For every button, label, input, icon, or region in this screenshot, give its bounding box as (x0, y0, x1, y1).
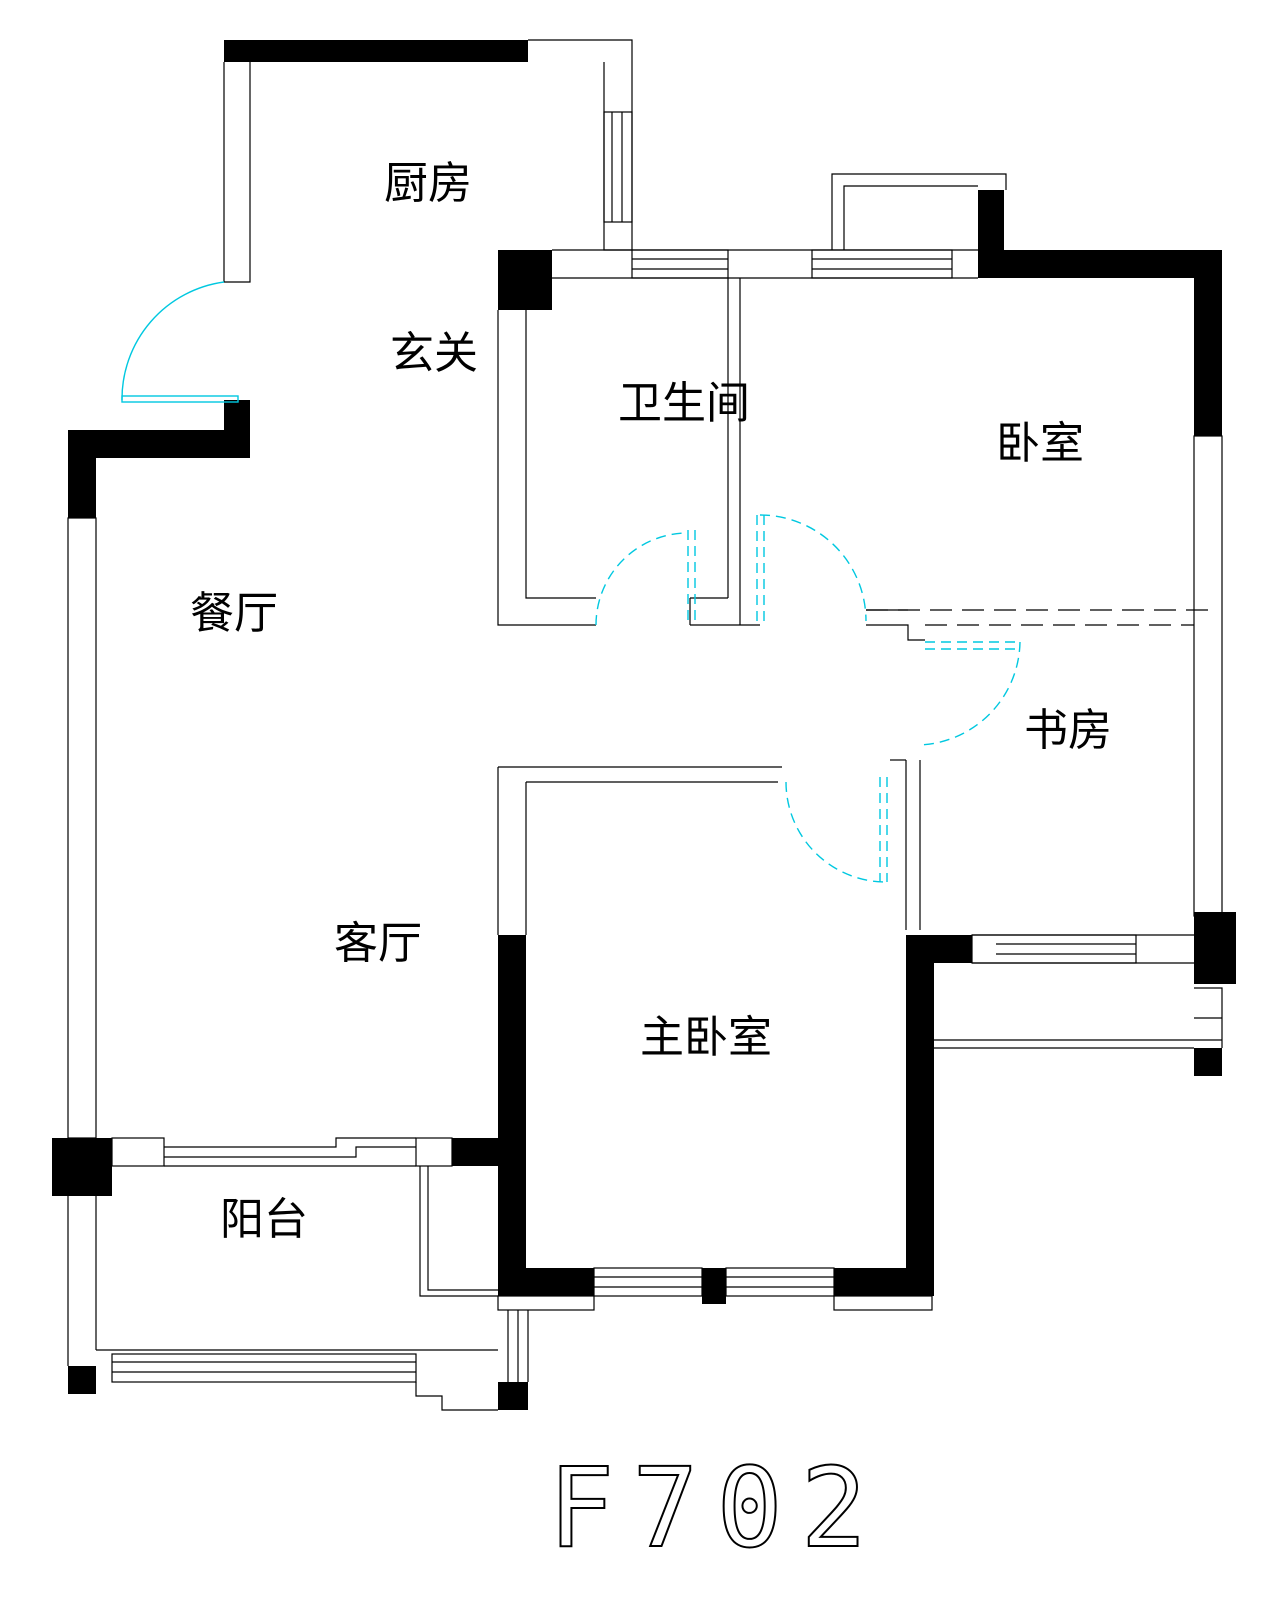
room-label-dining: 餐厅 (190, 588, 278, 639)
room-label-study: 书房 (1024, 705, 1112, 756)
doors (121, 281, 1021, 883)
room-label-kitchen: 厨房 (384, 158, 472, 209)
load-bearing-walls (52, 40, 1236, 1410)
plan-code: F702 (548, 1444, 885, 1572)
room-label-master-bedroom: 主卧室 (640, 1012, 772, 1063)
room-label-bathroom: 卫生间 (618, 378, 750, 429)
room-labels: 厨房 玄关 卫生间 卧室 餐厅 书房 客厅 主卧室 阳台 (190, 158, 1112, 1245)
room-label-balcony: 阳台 (220, 1194, 308, 1245)
room-label-bedroom: 卧室 (996, 418, 1084, 469)
room-boundary-dashed (866, 609, 1210, 626)
room-label-living: 客厅 (334, 918, 422, 969)
room-label-entrance: 玄关 (390, 328, 478, 379)
